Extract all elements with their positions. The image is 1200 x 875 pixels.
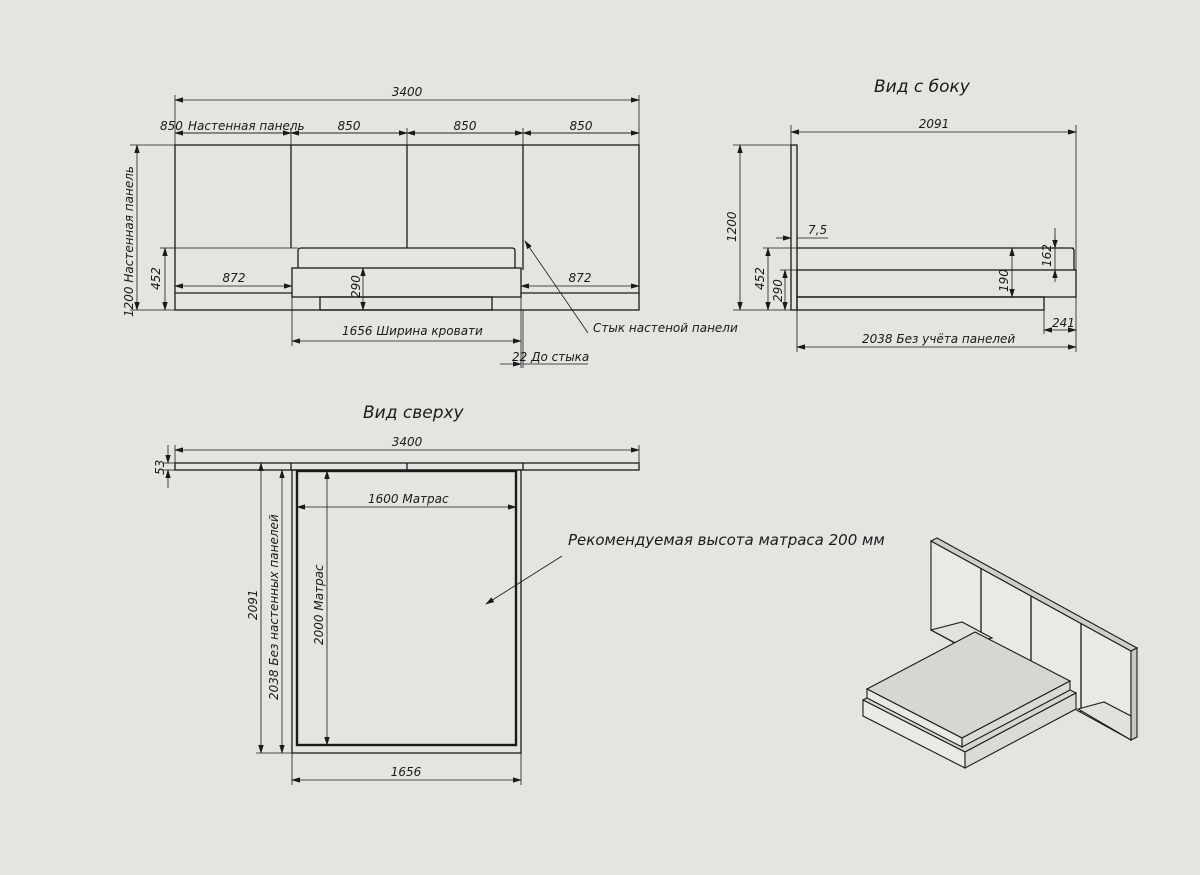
dim-top-2091-label: 2091 [246, 589, 260, 620]
dim-mattress-length-label: 2000 Матрас [312, 564, 326, 645]
joint-label: Стык настеной панели [593, 321, 738, 335]
dim-panel-3-label: 850 [454, 119, 477, 133]
dim-height-1200-label: 1200 Настенная панель [122, 166, 136, 317]
bed-base [319, 296, 493, 311]
top-mattress [295, 469, 518, 747]
side-view: Вид с боку 2091 1200 452 290 7,5 190 [725, 77, 1077, 352]
front-view: 3400 850 Настенная панель 850 850 850 12… [122, 85, 738, 368]
dim-total-width-label: 3400 [392, 85, 423, 99]
iso-mattress-side [961, 680, 1071, 748]
iso-bed-frame-side [964, 692, 1077, 769]
dim-left-872-label: 872 [223, 271, 246, 285]
dim-top-2038-label: 2038 Без настенных панелей [267, 514, 281, 700]
dim-side-241-label: 241 [1052, 316, 1075, 330]
dim-side-depth-label: 2091 [919, 117, 950, 131]
side-wall-panel [790, 144, 798, 311]
isometric-view [861, 537, 1139, 769]
side-bed-base [796, 296, 1045, 311]
mattress-height-note: Рекомендуемая высота матраса 200 мм [568, 531, 885, 549]
dim-side-2038-label: 2038 Без учёта панелей [862, 332, 1015, 346]
dim-side-452-label: 452 [753, 267, 767, 290]
dim-height-452-label: 452 [149, 267, 163, 290]
dim-panel-2-label: 850 [338, 119, 361, 133]
mattress-outline [297, 247, 516, 268]
dim-thickness-label: 7,5 [808, 223, 827, 237]
dim-side-290-label: 290 [771, 279, 785, 302]
joint-leader [524, 240, 589, 334]
dim-panel-1-name: Настенная панель [188, 119, 305, 133]
top-view: Вид сверху 3400 53 1600 Матрас 2000 Матр… [153, 403, 640, 785]
iso-wall-edge [1130, 647, 1138, 741]
dim-bed-width-label: 1656 Ширина кровати [342, 324, 483, 338]
dim-top-1656-label: 1656 [391, 765, 422, 779]
dim-53-label: 53 [153, 460, 167, 475]
dim-side-190-label: 190 [997, 269, 1011, 292]
dim-height-290-label: 290 [349, 275, 363, 298]
dim-side-162-label: 162 [1040, 244, 1054, 267]
top-bed-frame [291, 469, 522, 754]
bed-frame [291, 267, 522, 298]
side-bed-frame [796, 269, 1077, 298]
dim-top-width-label: 3400 [392, 435, 423, 449]
top-view-title: Вид сверху [363, 403, 465, 423]
side-view-title: Вид с боку [874, 77, 971, 97]
dim-side-1200-label: 1200 [725, 211, 739, 242]
note-leader [485, 555, 563, 605]
dim-right-872-label: 872 [569, 271, 592, 285]
dim-joint-label: 22 До стыка [512, 350, 589, 364]
dim-mattress-width-label: 1600 Матрас [368, 492, 449, 506]
dim-panel-1-label: 850 [160, 119, 183, 133]
iso-right-platform [1076, 701, 1132, 741]
side-mattress [797, 247, 1075, 270]
dim-panel-4-label: 850 [570, 119, 593, 133]
